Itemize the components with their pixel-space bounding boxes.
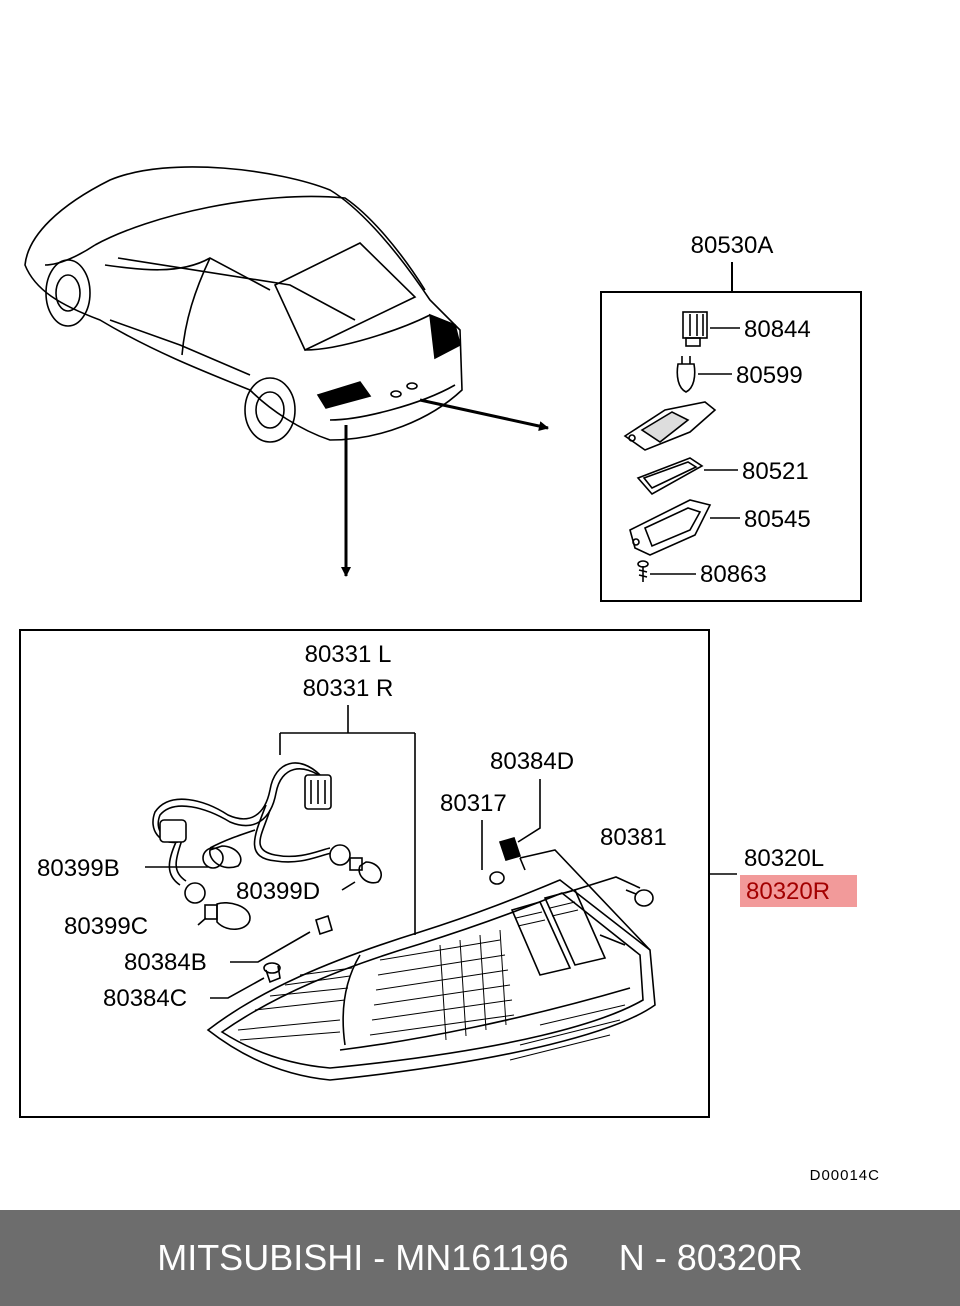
- bulb-c: [204, 902, 251, 930]
- label-bolt[interactable]: 80381: [600, 824, 667, 851]
- gasket-part: [636, 457, 704, 496]
- bulb-d: [349, 857, 382, 884]
- wire-harness: [152, 762, 351, 904]
- lamp-housing-part: [623, 401, 717, 451]
- label-screw[interactable]: 80863: [700, 561, 767, 588]
- bolt-part: [625, 889, 654, 907]
- footer-gap: [569, 1237, 619, 1279]
- label-lens-seal[interactable]: 80545: [744, 506, 811, 533]
- small-bulb-part: [676, 356, 696, 393]
- tail-lamp-box: [19, 629, 710, 1118]
- label-kit[interactable]: 80530A: [691, 232, 774, 259]
- footer-prefix: N: [618, 1237, 645, 1278]
- footer-separator: -: [363, 1237, 396, 1278]
- tail-lamp-lens: [206, 849, 656, 1081]
- label-bulb-d[interactable]: 80399D: [236, 878, 320, 905]
- socket-part: [682, 311, 708, 347]
- drawing-code: D00014C: [810, 1167, 880, 1184]
- label-clip-b[interactable]: 80384B: [124, 949, 207, 976]
- arrow-to-kit: [419, 398, 549, 431]
- label-harness-l[interactable]: 80331 L: [305, 641, 392, 668]
- footer-bar: MITSUBISHI - MN161196 N - 80320R: [0, 1210, 960, 1306]
- label-grommet[interactable]: 80317: [440, 790, 507, 817]
- footer-brand: MITSUBISHI: [157, 1237, 364, 1278]
- screw-part: [637, 560, 649, 582]
- label-clip-d[interactable]: 80384D: [490, 748, 574, 775]
- kit-box: [600, 291, 862, 602]
- tail-lamp-texture: [237, 901, 626, 1061]
- label-lamp-l[interactable]: 80320L: [744, 845, 824, 872]
- label-bulb-small[interactable]: 80599: [736, 362, 803, 389]
- lens-part: [629, 499, 712, 556]
- clip-b: [315, 914, 333, 936]
- label-clip-c[interactable]: 80384C: [103, 985, 187, 1012]
- footer-ref: 80320R: [676, 1237, 803, 1278]
- bulb-b: [209, 845, 242, 869]
- parts-diagram: 80530A 80844 80599 80521 80545 80863: [19, 166, 880, 1184]
- clip-d: [498, 837, 522, 861]
- label-harness-r[interactable]: 80331 R: [303, 675, 394, 702]
- highlight-box: [740, 875, 857, 907]
- label-lamp-housing[interactable]: 80521: [742, 458, 809, 485]
- label-socket[interactable]: 80844: [744, 316, 811, 343]
- label-bulb-c[interactable]: 80399C: [64, 913, 148, 940]
- label-lamp-r[interactable]: 80320R: [746, 878, 830, 905]
- footer-part-number: MN161196: [395, 1237, 569, 1278]
- footer-separator: -: [644, 1237, 677, 1278]
- clip-c: [263, 962, 281, 984]
- label-bulb-b[interactable]: 80399B: [37, 855, 120, 882]
- car-illustration: [24, 166, 463, 443]
- harness-bracket: [279, 705, 416, 935]
- grommet-part: [489, 871, 505, 885]
